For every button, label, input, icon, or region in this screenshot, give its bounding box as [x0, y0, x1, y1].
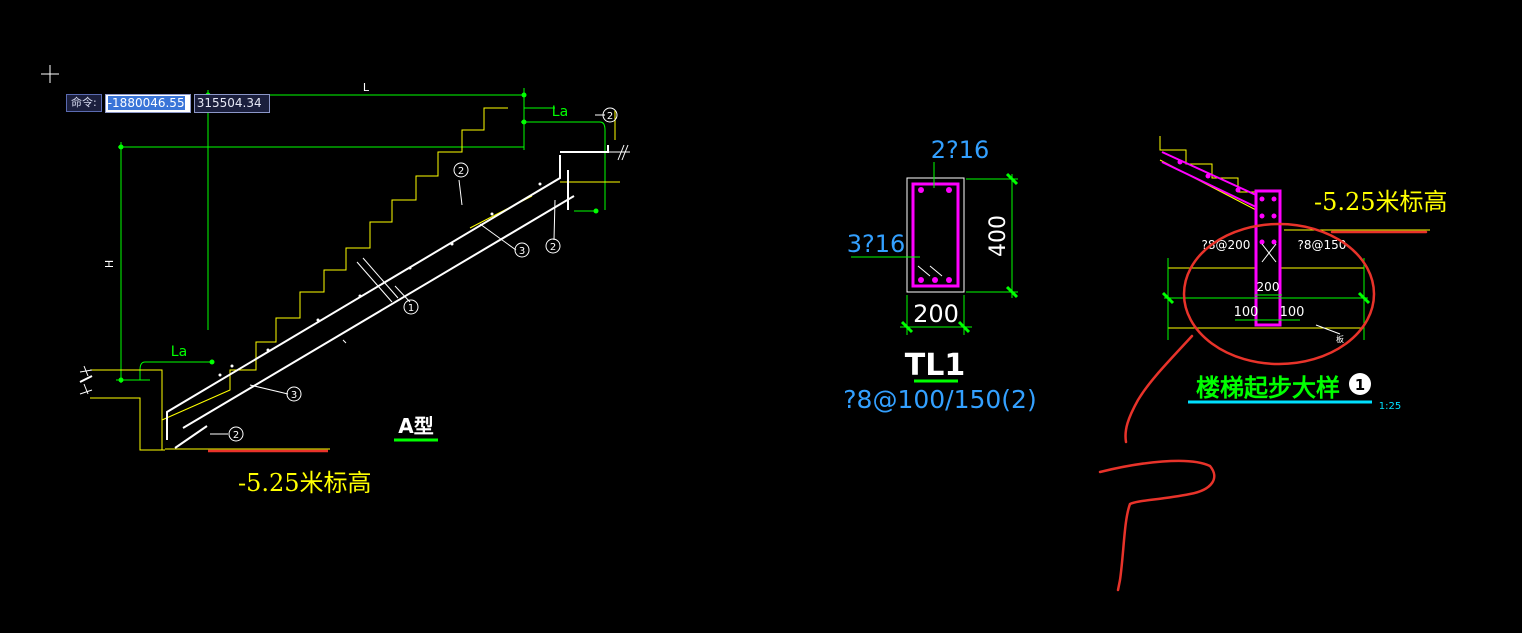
stirrup-label: ?8@100/150(2): [843, 385, 1036, 414]
x-coordinate-input[interactable]: -1880046.55: [104, 93, 191, 113]
stair-a-title: A型: [398, 414, 433, 438]
red-markup-annotation: [1098, 222, 1428, 592]
bar-tag: 3: [519, 246, 525, 257]
bar-tag: 2: [607, 111, 613, 122]
command-input-bar: 命令: -1880046.55 315504.34: [66, 93, 270, 113]
y-coordinate-input[interactable]: 315504.34: [193, 93, 270, 113]
detail-width-dim: 200: [1257, 280, 1280, 294]
command-label: 命令:: [66, 94, 102, 112]
x-coordinate-value: -1880046.55: [107, 95, 185, 110]
width-dim-label: 200: [913, 300, 959, 328]
detail-scale: 1:25: [1379, 401, 1401, 412]
dim-la-top-label: La: [552, 104, 568, 120]
right-stirrup-label: ?8@150: [1298, 238, 1347, 252]
bar-tag: 3: [291, 390, 297, 401]
elevation-label-right: -5.25米标高: [1314, 188, 1448, 216]
bar-tag: 1: [408, 303, 414, 314]
bar-tag: 2: [550, 242, 556, 253]
left-stirrup-label: ?8@200: [1202, 238, 1251, 252]
beam-name: TL1: [905, 348, 965, 383]
top-bars-label: 2?16: [931, 136, 990, 164]
elevation-label-left: -5.25米标高: [238, 469, 372, 497]
stair-start-detail: -5.25米标高 ?8@200 ?8@150 200 100 100 板 楼梯起…: [1159, 136, 1448, 412]
stair-a-drawing: 2 2 2 3 1 3 2 L La La H A型 -5.25米标高: [79, 81, 630, 497]
detail-left-dim: 100: [1234, 305, 1259, 320]
bottom-bars-label: 3?16: [847, 230, 906, 258]
bar-tag: 2: [233, 430, 239, 441]
dim-la-bottom-label: La: [171, 344, 187, 360]
beam-tl1-section: 2?16 3?16 400 200 TL1 ?8@100/150(2): [843, 136, 1036, 414]
slab-note: 板: [1336, 334, 1344, 344]
detail-title: 楼梯起步大样: [1196, 374, 1340, 402]
bar-tag: 2: [458, 166, 464, 177]
detail-right-dim: 100: [1280, 305, 1305, 320]
height-dim-label: 400: [986, 215, 1011, 257]
crosshair-cursor: [41, 65, 59, 83]
dim-L-label: L: [363, 81, 370, 94]
dim-H-label: H: [103, 260, 116, 268]
detail-title-number: 1: [1355, 376, 1365, 394]
